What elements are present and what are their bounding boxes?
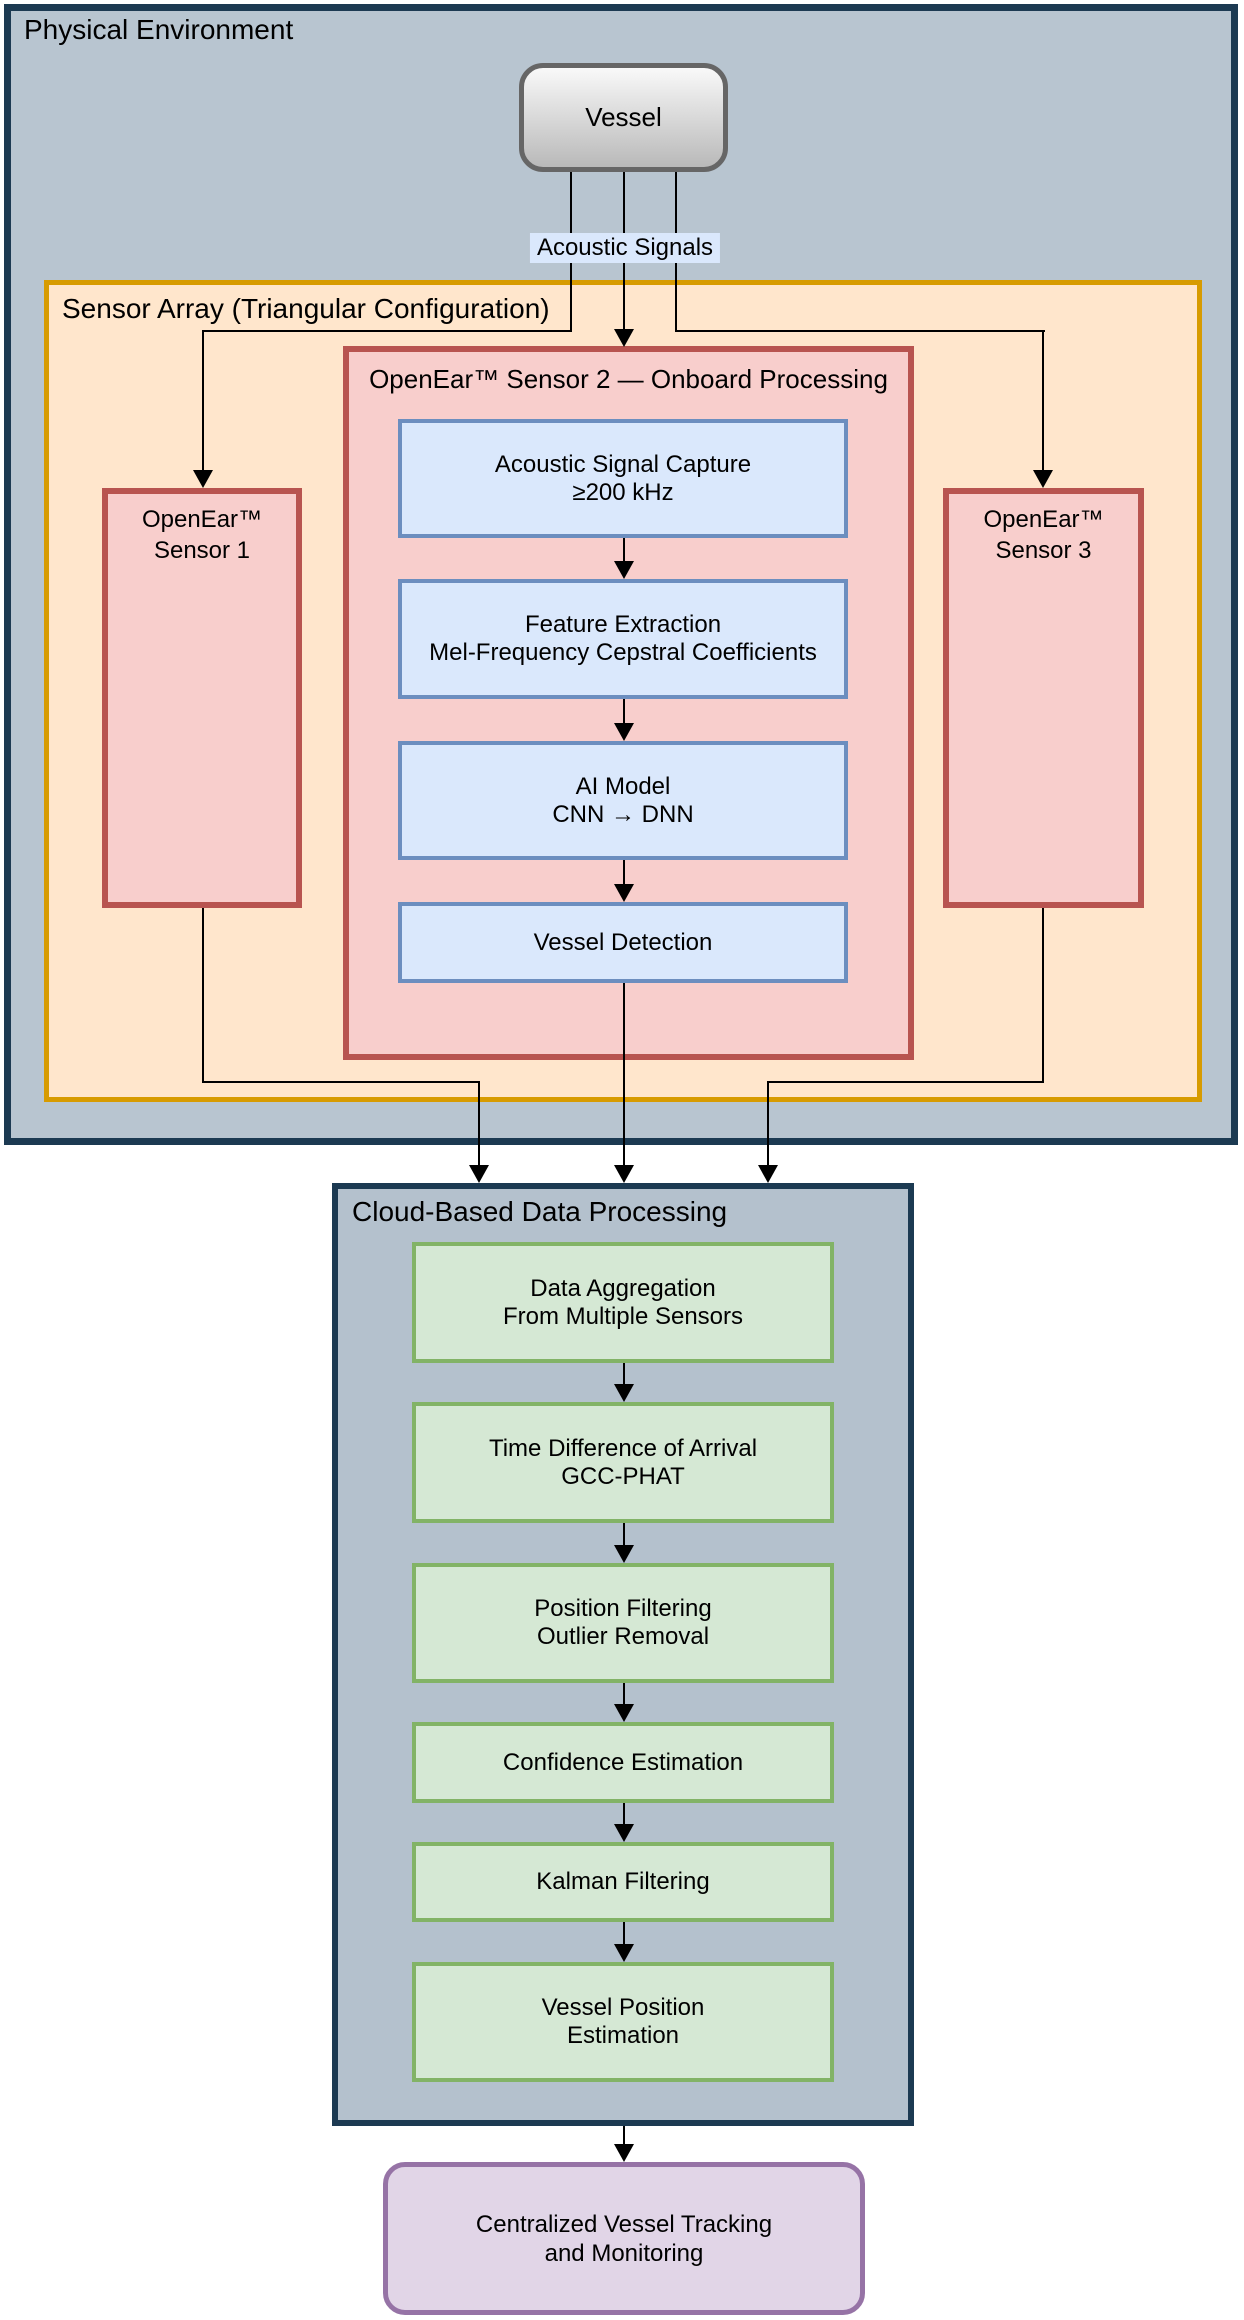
node-label-line: From Multiple Sensors bbox=[502, 1302, 744, 1330]
physical-environment-title: Physical Environment bbox=[24, 14, 294, 45]
node-label-line: Outlier Removal bbox=[536, 1623, 710, 1650]
node-label-line: Feature Extraction bbox=[524, 611, 722, 638]
arrowhead-sensor3-into-cloud bbox=[758, 1165, 778, 1183]
node-confidence-estimation: Confidence Estimation bbox=[412, 1722, 834, 1803]
arrowhead-sensor2-into-cloud bbox=[614, 1165, 634, 1183]
node-label-line: Time Difference of Arrival bbox=[488, 1434, 758, 1462]
arrowhead-into-position-filtering bbox=[614, 1545, 634, 1563]
node-ai-model: AI Model CNN → DNN bbox=[398, 741, 848, 860]
node-centralized-vessel-tracking: Centralized Vessel Tracking and Monitori… bbox=[383, 2162, 865, 2315]
connector-jog-right-horizontal bbox=[675, 330, 1045, 332]
connector-detection-to-cloud bbox=[623, 983, 625, 1166]
arrowhead-into-vessel-position bbox=[614, 1944, 634, 1962]
connector-sensor1-horizontal bbox=[202, 1081, 480, 1083]
cloud-processing-title: Cloud-Based Data Processing bbox=[352, 1196, 728, 1227]
node-label-line: CNN → DNN bbox=[552, 800, 694, 828]
node-label-line: Position Filtering bbox=[534, 1595, 712, 1622]
connector-jog-right-vertical bbox=[1042, 330, 1044, 470]
connector-tdoa-to-positionfilter bbox=[623, 1523, 625, 1546]
node-label-line: AI Model bbox=[575, 772, 671, 800]
node-time-difference-of-arrival: Time Difference of Arrival GCC-PHAT bbox=[412, 1402, 834, 1523]
node-label-line: Estimation bbox=[566, 2022, 680, 2049]
node-openear-sensor-1: OpenEar™ Sensor 1 bbox=[102, 488, 302, 908]
openear-sensor-2-title: OpenEar™ Sensor 2 — Onboard Processing bbox=[369, 364, 888, 394]
connector-feature-to-aimodel bbox=[623, 699, 625, 724]
connector-aggregation-to-tdoa bbox=[623, 1363, 625, 1385]
connector-sensor3-horizontal bbox=[768, 1081, 1044, 1083]
node-label-line: Vessel Detection bbox=[533, 928, 713, 956]
node-label-line: Confidence Estimation bbox=[502, 1748, 744, 1776]
connector-aimodel-to-detection bbox=[623, 860, 625, 885]
connector-positionfilter-to-confidence bbox=[623, 1683, 625, 1705]
connector-jog-left-vertical bbox=[202, 330, 204, 470]
node-feature-extraction: Feature Extraction Mel-Frequency Cepstra… bbox=[398, 579, 848, 699]
connector-confidence-to-kalman bbox=[623, 1803, 625, 1825]
node-label-line: Mel-Frequency Cepstral Coefficients bbox=[429, 639, 817, 666]
node-label-line: Acoustic Signal Capture bbox=[494, 450, 752, 478]
arrowhead-into-sensor2 bbox=[614, 329, 634, 347]
arrowhead-sensor1-into-cloud bbox=[469, 1165, 489, 1183]
node-vessel-detection: Vessel Detection bbox=[398, 902, 848, 983]
arrowhead-into-tdoa bbox=[614, 1384, 634, 1402]
node-label-line: Centralized Vessel Tracking bbox=[475, 2210, 773, 2238]
connector-sensor1-to-cloud bbox=[478, 1081, 480, 1166]
acoustic-signals-label: Acoustic Signals bbox=[529, 233, 721, 263]
node-label-line: Kalman Filtering bbox=[536, 1868, 710, 1895]
node-label-line: Data Aggregation bbox=[530, 1274, 716, 1302]
arrowhead-into-kalman bbox=[614, 1824, 634, 1842]
node-vessel-position-estimation: Vessel Position Estimation bbox=[412, 1962, 834, 2082]
node-data-aggregation: Data Aggregation From Multiple Sensors bbox=[412, 1242, 834, 1363]
node-label-line: OpenEar™ bbox=[983, 506, 1104, 533]
connector-cloud-to-output bbox=[623, 2126, 625, 2145]
node-label-line: GCC-PHAT bbox=[561, 1462, 685, 1490]
node-label-line: and Monitoring bbox=[544, 2239, 704, 2267]
node-position-filtering: Position Filtering Outlier Removal bbox=[412, 1563, 834, 1683]
node-label-line: Vessel Position bbox=[541, 1994, 705, 2021]
node-openear-sensor-3: OpenEar™ Sensor 3 bbox=[943, 488, 1144, 908]
connector-kalman-to-position bbox=[623, 1922, 625, 1945]
node-kalman-filtering: Kalman Filtering bbox=[412, 1842, 834, 1922]
vessel-node: Vessel bbox=[519, 63, 728, 172]
node-acoustic-signal-capture: Acoustic Signal Capture ≥200 kHz bbox=[398, 419, 848, 538]
arrowhead-into-sensor3 bbox=[1033, 470, 1053, 488]
arrowhead-into-vessel-detection bbox=[614, 884, 634, 902]
arrowhead-into-feature-extraction bbox=[614, 561, 634, 579]
sensor-array-title: Sensor Array (Triangular Configuration) bbox=[62, 293, 550, 324]
arrowhead-into-output bbox=[614, 2144, 634, 2162]
node-label-line: OpenEar™ bbox=[141, 506, 263, 533]
connector-capture-to-feature bbox=[623, 538, 625, 562]
arrowhead-into-sensor1 bbox=[193, 470, 213, 488]
connector-sensor3-to-cloud bbox=[767, 1081, 769, 1166]
connector-sensor3-down bbox=[1042, 908, 1044, 1083]
connector-sensor1-down bbox=[202, 908, 204, 1083]
arrowhead-into-ai-model bbox=[614, 723, 634, 741]
vessel-label: Vessel bbox=[585, 102, 662, 132]
connector-jog-left-horizontal bbox=[202, 330, 572, 332]
arrowhead-into-confidence bbox=[614, 1704, 634, 1722]
node-label-line: Sensor 3 bbox=[995, 537, 1092, 564]
node-label-line: Sensor 1 bbox=[153, 537, 251, 564]
node-label-line: ≥200 kHz bbox=[572, 478, 674, 506]
